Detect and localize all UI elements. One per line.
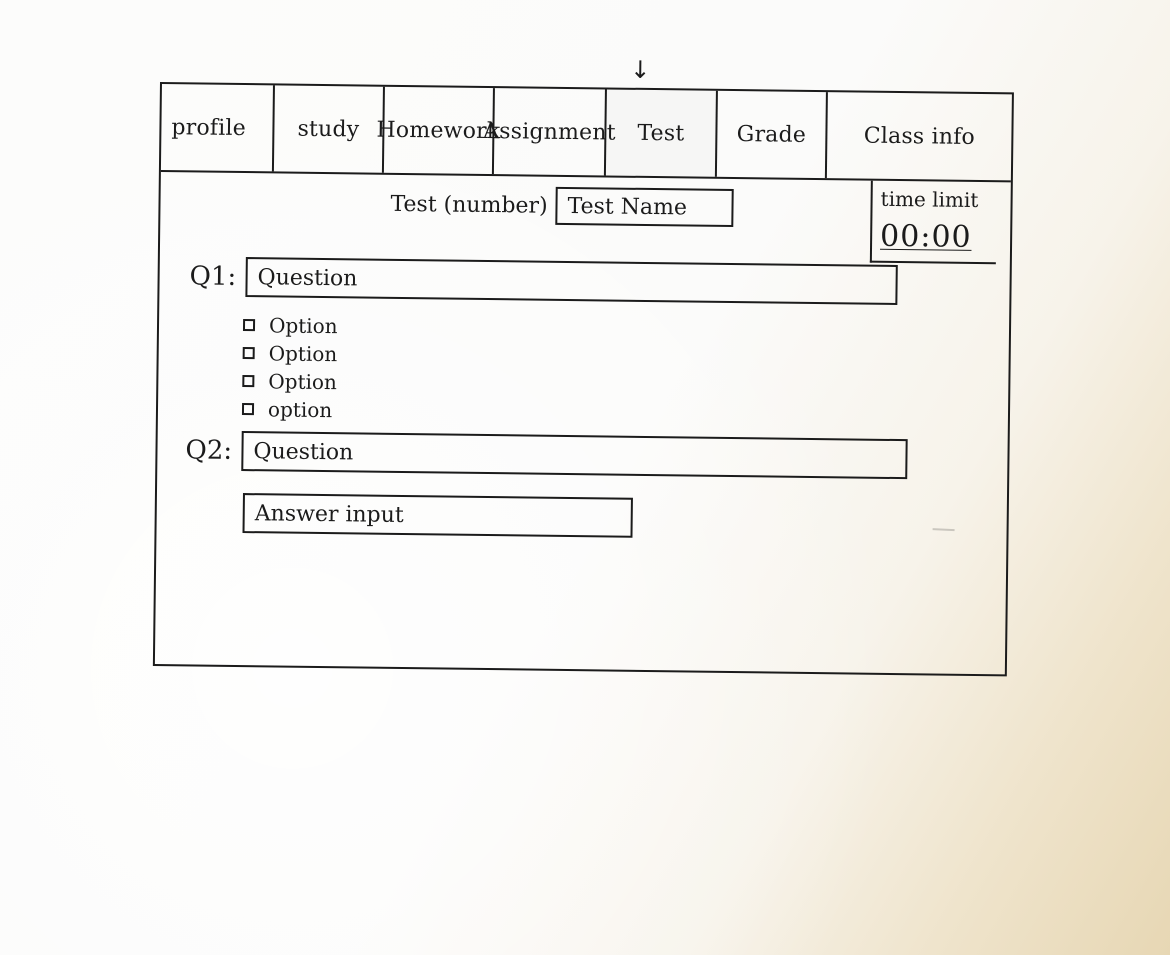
time-limit-label: time limit [880, 186, 979, 213]
question-1-options: Option Option Option option [241, 311, 338, 424]
option-4-checkbox[interactable] [241, 403, 255, 416]
test-name-input[interactable] [555, 186, 734, 228]
question-2-label: Q2: [185, 435, 233, 466]
question-2-row: Q2: Question [185, 430, 908, 480]
sketch-area: ↓ profile study Homework Assignment Test… [152, 56, 1014, 677]
option-1[interactable]: Option [242, 311, 338, 340]
tab-test[interactable]: Test [605, 89, 718, 177]
option-1-checkbox[interactable] [242, 319, 256, 332]
option-2-checkbox[interactable] [242, 347, 255, 360]
option-3[interactable]: Option [242, 367, 337, 396]
option-4-label: option [267, 397, 333, 423]
test-header: Test (number) [390, 185, 734, 228]
down-arrow-icon: ↓ [630, 55, 651, 84]
option-2[interactable]: Option [242, 339, 338, 368]
question-1-label: Q1: [189, 261, 237, 292]
time-limit-value: 00:00 [879, 218, 972, 255]
tab-assignment[interactable]: Assignment [483, 88, 616, 176]
question-1-text: Question [245, 257, 898, 306]
tab-class-info[interactable]: Class info [863, 123, 976, 150]
time-limit-box: time limit 00:00 [869, 180, 997, 265]
tab-profile[interactable]: profile [160, 84, 275, 172]
option-3-label: Option [268, 369, 338, 395]
tab-study[interactable]: study [273, 85, 385, 173]
pencil-mark [932, 528, 955, 532]
answer-input[interactable] [242, 493, 633, 538]
test-page-window: ↓ profile study Homework Assignment Test… [152, 56, 1014, 677]
tab-homework[interactable]: Homework [376, 86, 500, 175]
tab-grade[interactable]: Grade [716, 90, 828, 179]
option-2-label: Option [268, 341, 338, 367]
test-number-label: Test (number) [390, 191, 548, 219]
question-2-text: Question [241, 431, 908, 480]
tab-bar: profile study Homework Assignment Test G… [160, 84, 1012, 183]
question-1-row: Q1: Question [189, 256, 898, 306]
option-3-checkbox[interactable] [242, 375, 255, 388]
option-1-label: Option [268, 313, 338, 339]
option-4[interactable]: option [241, 395, 337, 424]
test-content: Test (number) time limit 00:00 Q1: Quest… [155, 172, 1011, 676]
